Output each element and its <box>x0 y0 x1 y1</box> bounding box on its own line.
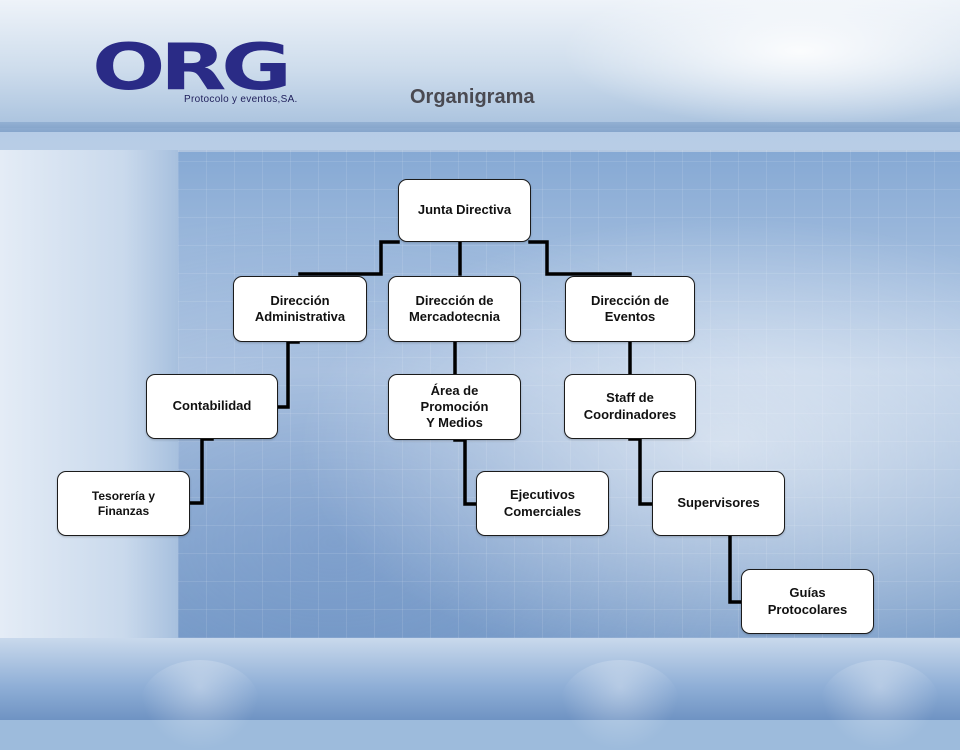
node-supervisores: Supervisores <box>652 471 785 536</box>
footer-band <box>0 638 960 720</box>
header-glow <box>560 0 960 128</box>
node-direccion-administrativa: Dirección Administrativa <box>233 276 367 342</box>
connector-junta-dir-admin <box>298 240 400 276</box>
logo-wordmark: ORG <box>92 31 292 105</box>
node-direccion-mercadotecnia: Dirección de Mercadotecnia <box>388 276 521 342</box>
node-contabilidad: Contabilidad <box>146 374 278 439</box>
page-title: Organigrama <box>410 86 535 108</box>
company-logo: ORG Protocolo y eventos,SA. <box>92 31 332 110</box>
connector-lines <box>188 240 744 604</box>
node-ejecutivos-comerciales: Ejecutivos Comerciales <box>476 471 609 536</box>
logo-tagline: Protocolo y eventos,SA. <box>184 94 298 105</box>
connector-staff-supervisores <box>628 437 655 506</box>
node-area-promocion: Área de Promoción Y Medios <box>388 374 521 440</box>
node-direccion-eventos: Dirección de Eventos <box>565 276 695 342</box>
connector-dir-admin-contabilidad <box>276 340 300 409</box>
node-guias-protocolares: Guías Protocolares <box>741 569 874 634</box>
connector-area-ejecutivos <box>453 438 479 506</box>
connector-junta-dir-eventos <box>528 240 632 276</box>
node-junta-directiva: Junta Directiva <box>398 179 531 242</box>
node-staff-coordinadores: Staff de Coordinadores <box>564 374 696 439</box>
connector-contabilidad-tesoreria <box>188 437 214 505</box>
node-tesoreria-finanzas: Tesorería y Finanzas <box>57 471 190 536</box>
connector-supervisores-guias <box>728 535 744 604</box>
header-divider <box>0 122 960 132</box>
